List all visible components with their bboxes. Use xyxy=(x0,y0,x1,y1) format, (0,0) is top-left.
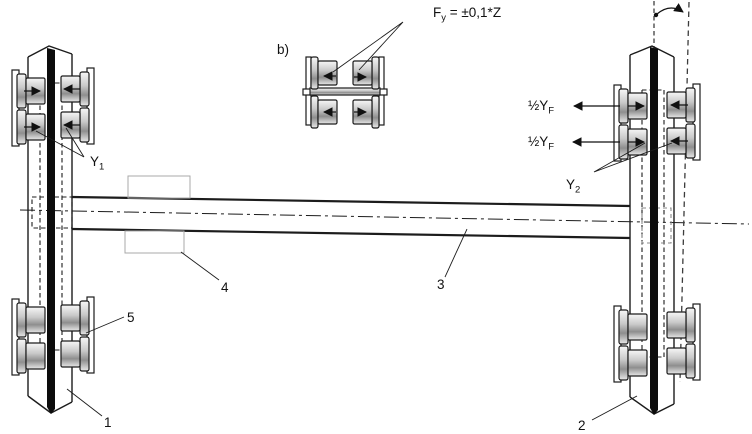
part1-leader xyxy=(66,388,103,417)
leader-lines xyxy=(35,21,673,421)
y2-leaders xyxy=(593,142,673,173)
y2-label: Y2 xyxy=(566,177,580,196)
part4-leader xyxy=(180,251,220,281)
axle-beam xyxy=(19,195,750,240)
part2-leader xyxy=(591,395,638,421)
rotation-arc-arrow xyxy=(656,3,684,15)
part4-label: 4 xyxy=(221,280,229,295)
part3-label: 3 xyxy=(437,277,445,292)
measuring-bracket xyxy=(124,175,191,254)
rail-2-head-stripe xyxy=(650,47,658,415)
inset-wheelset-b xyxy=(302,56,388,129)
part3-leader xyxy=(444,228,468,278)
inset-force-arrows xyxy=(323,71,367,117)
rail-2-top-cap xyxy=(629,45,675,58)
fy-formula-label: Fy = ±0,1*Z xyxy=(433,5,501,24)
bracket-upper-plate xyxy=(127,175,191,199)
part2-label: 2 xyxy=(578,418,586,433)
axle-bottom-edge xyxy=(71,227,631,240)
rail-1-head-stripe xyxy=(47,48,55,414)
half-yf-lower-label: ½YF xyxy=(528,134,554,153)
axle-centerline xyxy=(19,209,750,225)
y1-leaders xyxy=(35,127,85,158)
right-top-clamp-arrows xyxy=(628,100,688,147)
left-rail-assembly xyxy=(11,45,95,414)
left-top-clamp-arrows xyxy=(24,84,80,132)
inset-view-label: b) xyxy=(277,42,289,57)
bracket-lower-plate xyxy=(124,230,185,254)
roller-cluster-left-bottom-inner xyxy=(60,296,95,374)
text-labels: b) Fy = ±0,1*Z Y1 Y2 ½YF ½YF 1 2 3 4 5 xyxy=(90,5,586,433)
roller-cluster-right-top-outer xyxy=(666,83,701,161)
part5-leader xyxy=(85,316,125,334)
half-yf-force-arrows xyxy=(572,101,620,147)
y1-label: Y1 xyxy=(90,154,104,173)
fy-leaders xyxy=(332,21,404,73)
half-yf-upper-label: ½YF xyxy=(528,98,554,117)
roller-cluster-right-bottom-outer xyxy=(666,303,701,381)
rail-1-top-cap xyxy=(27,45,73,58)
part5-label: 5 xyxy=(127,310,135,325)
right-rail-assembly xyxy=(572,1,701,415)
roller-cluster-left-top-inner xyxy=(60,67,95,145)
part1-label: 1 xyxy=(104,415,112,430)
inset-axle-bar xyxy=(309,87,381,96)
